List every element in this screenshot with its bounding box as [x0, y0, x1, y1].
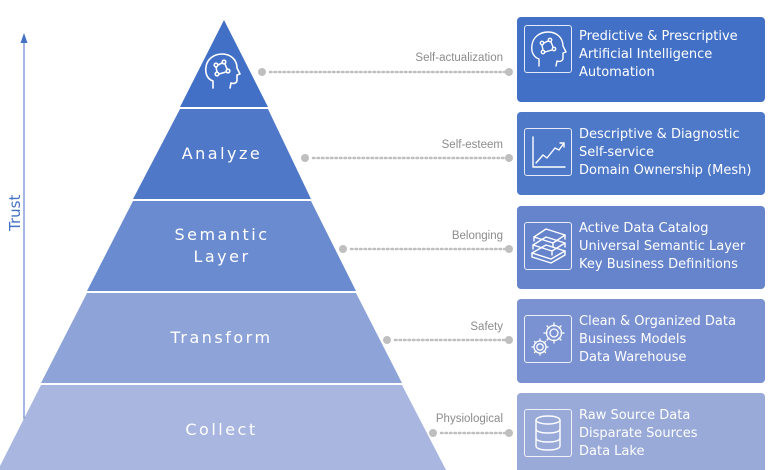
card-line: Business Models: [579, 332, 687, 347]
card-collect: Raw Source Data Disparate Sources Data L…: [517, 393, 765, 470]
card-line: Universal Semantic Layer: [579, 239, 746, 254]
tier-label-analyze: Analyze: [181, 144, 263, 163]
book-stack-icon: [524, 222, 572, 270]
tier-transform-shape: [41, 293, 402, 383]
card-line: Domain Ownership (Mesh): [579, 163, 752, 178]
tier-semantic-layer-shape: [87, 201, 356, 291]
need-label-physiological: Physiological: [435, 413, 503, 425]
card-line: Self-service: [579, 145, 654, 160]
card-line: Key Business Definitions: [579, 257, 738, 272]
card-line: Raw Source Data: [579, 408, 691, 423]
tier-label-line: Layer: [193, 247, 251, 266]
connector-endpoints: [258, 68, 513, 437]
card-line: Data Lake: [579, 444, 645, 459]
card-line: Artificial Intelligence: [579, 47, 713, 62]
brain-circuit-icon: [524, 25, 572, 73]
tier-label-semantic-layer: Semantic Layer: [133, 224, 311, 268]
card-line: Automation: [579, 65, 655, 80]
tier-analyze-shape: [133, 109, 311, 199]
card-ai: Predictive & Prescriptive Artificial Int…: [517, 17, 765, 102]
card-line: Descriptive & Diagnostic: [579, 127, 740, 142]
need-label-safety: Safety: [470, 321, 503, 333]
card-line: Predictive & Prescriptive: [579, 29, 738, 44]
card-line: Active Data Catalog: [579, 221, 709, 236]
card-transform: Clean & Organized Data Business Models D…: [517, 299, 765, 383]
card-semantic: Active Data Catalog Universal Semantic L…: [517, 206, 765, 289]
tier-label-line: Semantic: [174, 225, 270, 244]
trust-axis: [20, 33, 28, 455]
need-label-belonging: Belonging: [451, 230, 503, 242]
card-line: Disparate Sources: [579, 426, 698, 441]
tier-label-collect: Collect: [185, 420, 258, 439]
trust-axis-label: Trust: [6, 194, 24, 231]
gears-icon: [524, 315, 572, 363]
card-line: Clean & Organized Data: [579, 314, 736, 329]
need-label-self-actualization: Self-actualization: [415, 52, 503, 64]
need-label-self-esteem: Self-esteem: [441, 139, 503, 151]
card-line: Data Warehouse: [579, 350, 687, 365]
trend-chart-icon: [524, 128, 572, 176]
database-icon: [524, 409, 572, 457]
tier-label-transform: Transform: [170, 328, 273, 347]
tier-collect-shape: [0, 385, 446, 470]
connectors: [268, 70, 507, 435]
brain-circuit-icon: [204, 53, 241, 89]
card-analytics: Descriptive & Diagnostic Self-service Do…: [517, 112, 765, 195]
